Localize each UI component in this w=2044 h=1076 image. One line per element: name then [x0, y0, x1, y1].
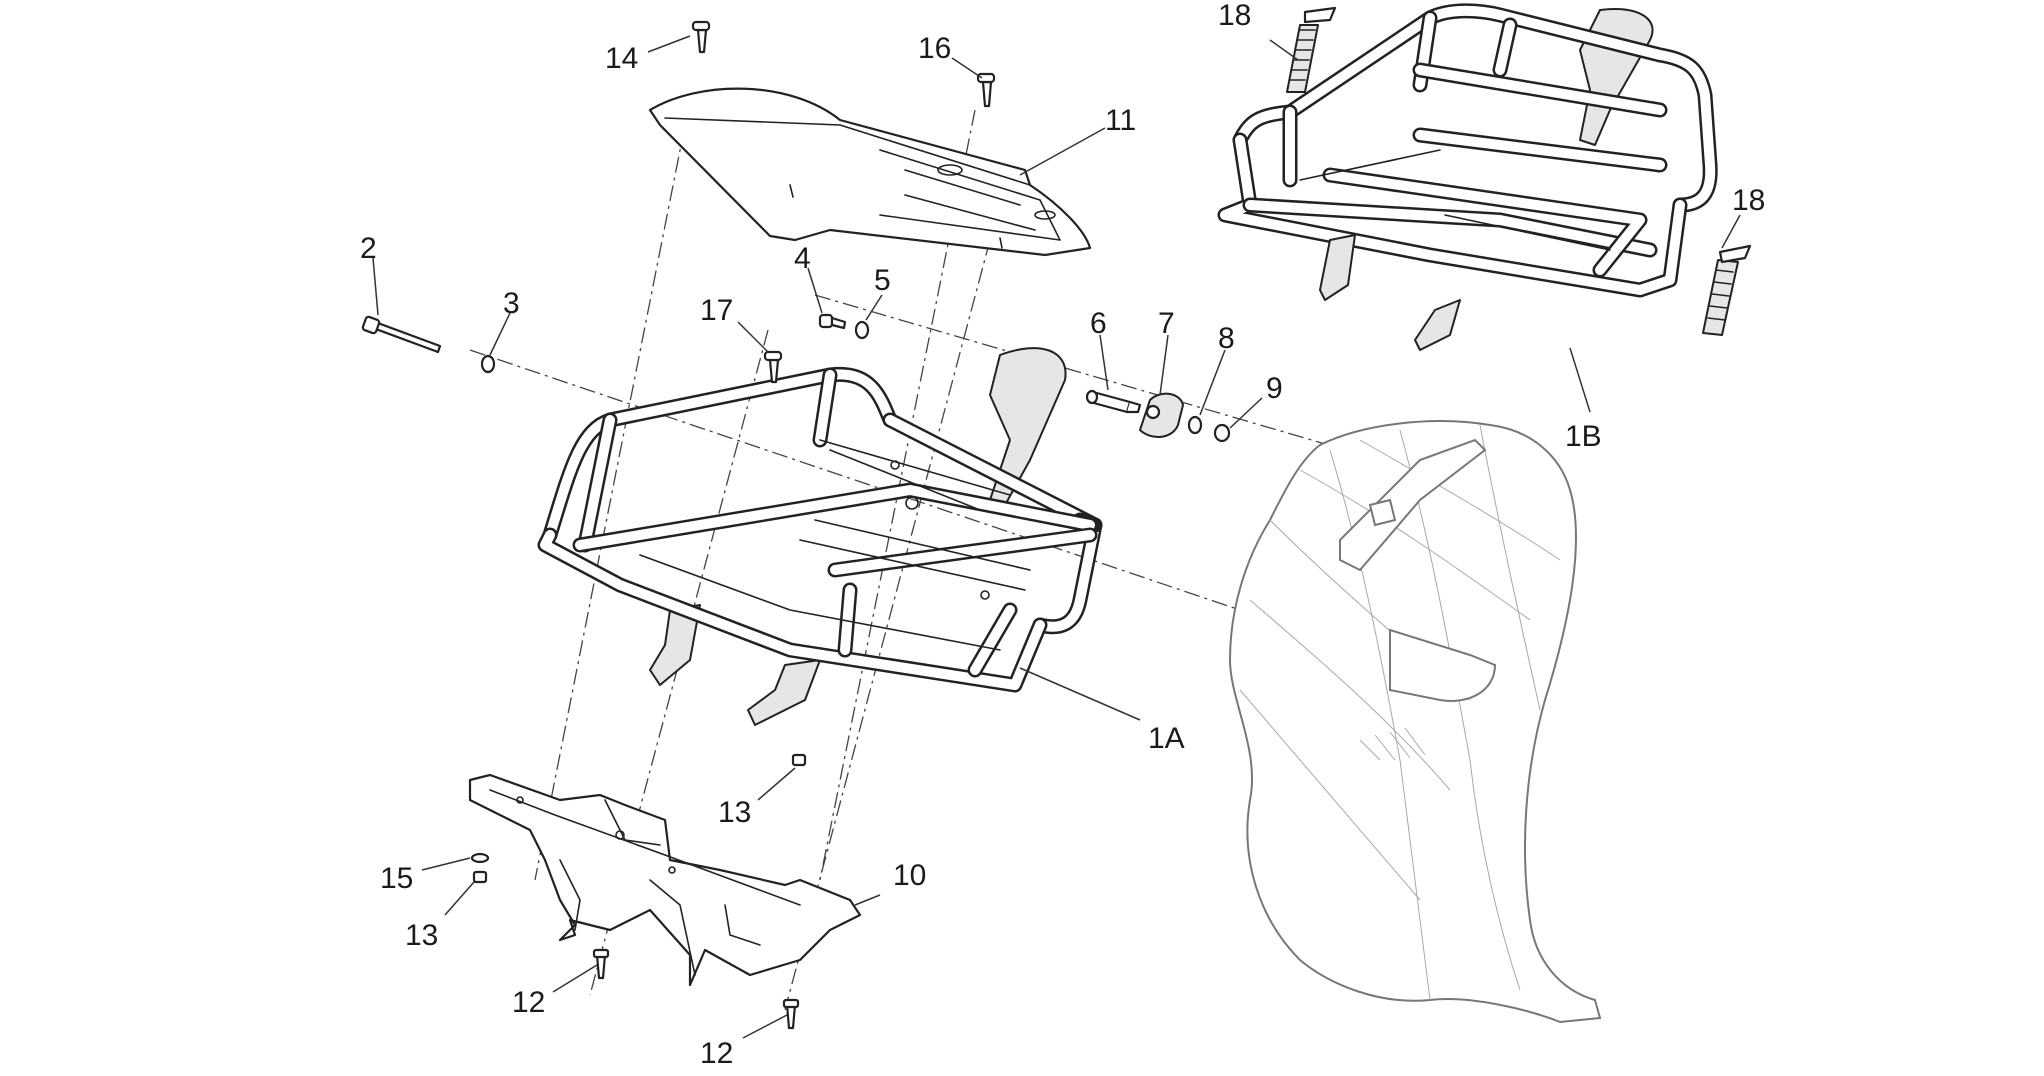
label-11: 11 [1105, 104, 1136, 137]
bolt-2 [361, 315, 442, 354]
nut-13-lower [472, 870, 488, 884]
spacer-6 [1085, 389, 1142, 414]
label-2: 2 [360, 232, 377, 265]
label-4: 4 [794, 242, 811, 275]
callout-labels: 14 16 11 2 3 4 5 17 6 7 8 9 1A 1B 18 18 … [360, 0, 1765, 1070]
label-6: 6 [1090, 307, 1107, 340]
label-10: 10 [893, 859, 926, 892]
washer-5 [854, 320, 870, 340]
bolt-14 [691, 20, 711, 54]
label-12-upper: 12 [512, 986, 545, 1019]
rear-carrier-plate [648, 87, 1092, 257]
label-9: 9 [1266, 372, 1283, 405]
front-basket-rack [537, 347, 1103, 726]
label-14: 14 [605, 42, 638, 75]
label-7: 7 [1158, 307, 1175, 340]
screw-12-lower [782, 998, 800, 1030]
label-5: 5 [874, 264, 891, 297]
leader-lines [372, 35, 1741, 1039]
label-18-upper: 18 [1218, 0, 1251, 32]
label-1A: 1A [1148, 722, 1185, 755]
lower-cover [468, 773, 862, 987]
nut-13-upper [791, 753, 807, 767]
front-basket-rack-variant [1217, 3, 1718, 351]
label-13-lower: 13 [405, 919, 438, 952]
label-13-upper: 13 [718, 796, 751, 829]
label-15: 15 [380, 862, 413, 895]
bolt-16 [976, 72, 996, 108]
washer-3 [480, 354, 496, 374]
strap-18-upper [1286, 6, 1337, 93]
screw-4 [818, 313, 847, 330]
leg-shield [1228, 420, 1602, 1024]
label-16: 16 [918, 32, 951, 65]
label-1B: 1B [1565, 420, 1602, 453]
screw-12-upper [592, 948, 610, 980]
bushing-7 [1139, 392, 1184, 438]
label-12-lower: 12 [700, 1037, 733, 1070]
label-8: 8 [1218, 322, 1235, 355]
bolt-17 [763, 350, 783, 384]
washer-8 [1187, 415, 1203, 435]
washer-15 [470, 852, 490, 864]
washer-9 [1213, 423, 1231, 443]
strap-18-lower [1702, 244, 1752, 336]
label-3: 3 [503, 287, 520, 320]
label-17: 17 [700, 294, 733, 327]
label-18-lower: 18 [1732, 184, 1765, 217]
hardware [361, 6, 1752, 1030]
